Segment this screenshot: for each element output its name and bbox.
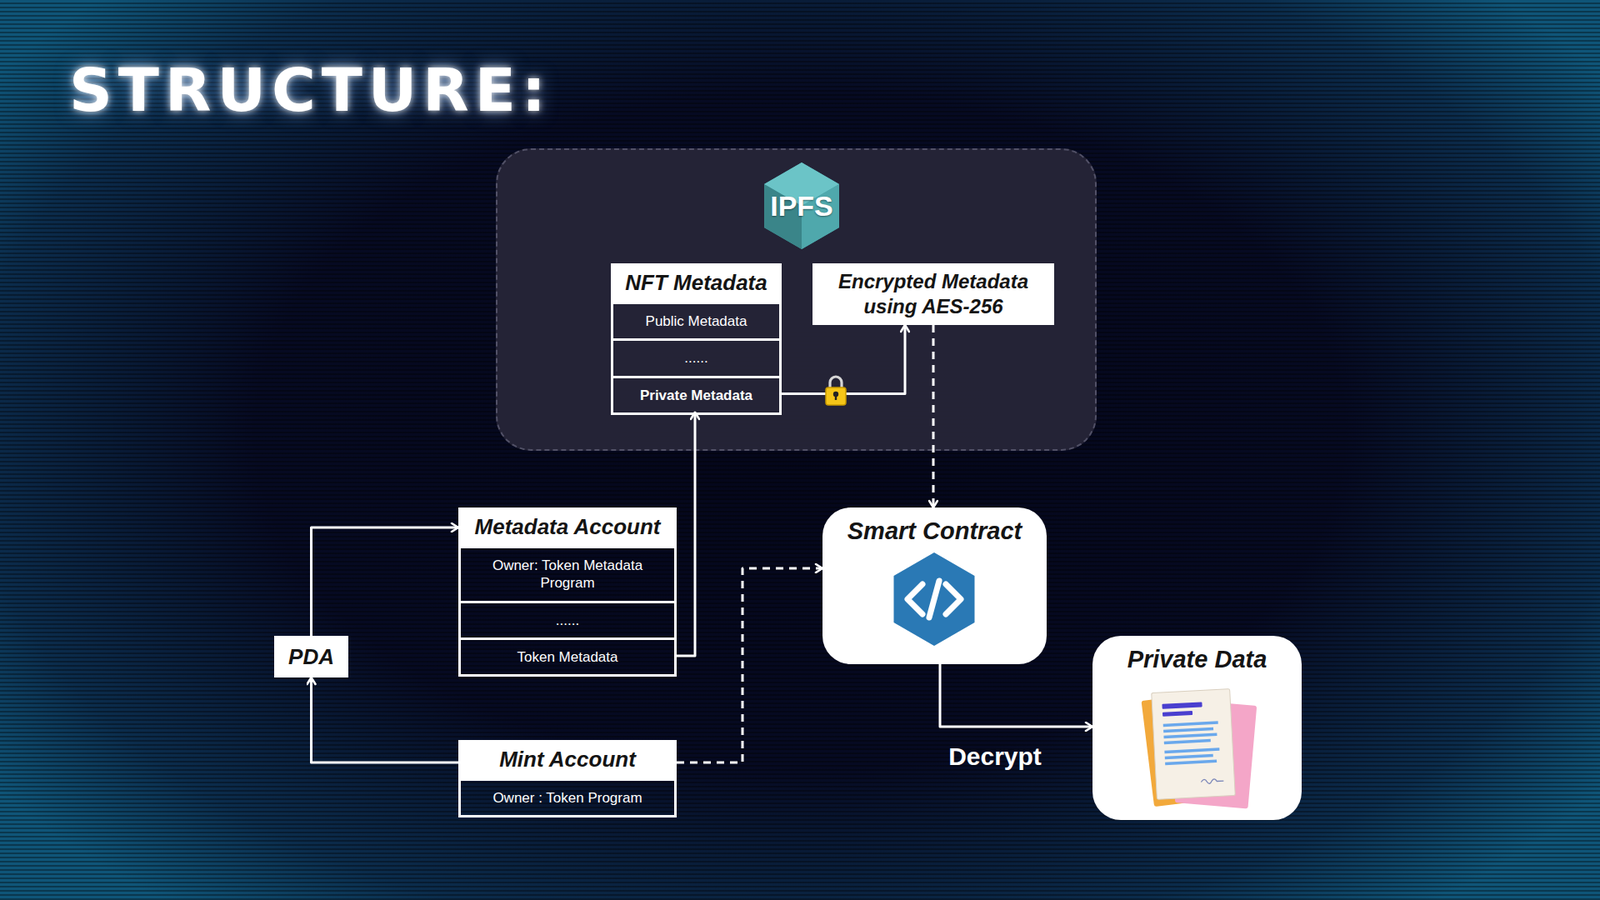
account-table: Mint AccountOwner : Token Program xyxy=(458,740,677,818)
text-block: Mint Account xyxy=(460,742,675,779)
storage-panel: IPFS NFT MetadataPublic Metadata...... Pri… xyxy=(495,148,1097,451)
paper-line xyxy=(1164,739,1211,745)
text-block: Owner: Token Metadata Program xyxy=(469,556,666,593)
paper-line xyxy=(1163,732,1217,739)
row-text: ...... xyxy=(684,350,708,366)
metadata-table: NFT MetadataPublic Metadata...... Private… xyxy=(610,263,782,415)
code-glyph xyxy=(929,580,940,618)
heading-text: Mint Account xyxy=(499,746,636,772)
heading-text: Metadata Account xyxy=(475,514,661,540)
code-icon xyxy=(885,550,983,648)
heading-text: Encrypted Metadata using AES-256 xyxy=(838,270,1029,318)
contract-card: Smart Contract xyxy=(822,507,1047,665)
code-glyph xyxy=(945,584,961,615)
row-text: Owner: Token Metadata Program xyxy=(492,557,643,591)
table-row: Owner: Token Metadata Program xyxy=(460,545,675,601)
account-table: Metadata AccountOwner: Token Metadata Pr… xyxy=(458,507,677,677)
page-title: STRUCTURE: xyxy=(69,55,552,125)
table-row: ...... xyxy=(460,600,675,638)
dashed-connector xyxy=(676,568,823,763)
pda-box: PDA xyxy=(274,635,349,678)
paper xyxy=(1151,689,1236,800)
row-text: Public Metadata xyxy=(645,313,748,330)
lock-icon xyxy=(823,372,849,408)
lock-keyhole xyxy=(835,395,837,400)
data-card: Private Data xyxy=(1092,635,1302,820)
table-row: Public Metadata xyxy=(613,301,780,339)
paper-line xyxy=(1163,727,1214,734)
connector xyxy=(311,527,460,636)
edge-label: Decrypt xyxy=(948,742,1042,771)
logo-hexagon xyxy=(764,162,840,250)
page-front xyxy=(1151,689,1236,800)
text-block: Smart Contract xyxy=(822,517,1047,545)
text-block: PDA xyxy=(288,643,335,671)
heading-text: Smart Contract xyxy=(847,517,1023,545)
text-block: ...... xyxy=(621,349,771,367)
icon-hexagon xyxy=(894,552,975,646)
code-glyph xyxy=(907,584,923,615)
row-text: ...... xyxy=(555,612,580,629)
text-block: Token Metadata xyxy=(469,648,666,666)
row-text: Token Metadata xyxy=(517,649,619,665)
text-block: Encrypted Metadata using AES-256 xyxy=(820,269,1046,320)
paper-heading xyxy=(1161,701,1202,710)
connector xyxy=(779,325,905,395)
paper-line xyxy=(1165,760,1217,766)
dashed-connector xyxy=(932,325,935,508)
text-block: IPFS xyxy=(770,190,834,223)
heading-text: NFT Metadata xyxy=(625,270,767,295)
encrypted-box: Encrypted Metadata using AES-256 xyxy=(812,263,1055,325)
text-block: Private Metadata xyxy=(621,386,771,405)
heading-text: PDA xyxy=(288,644,335,670)
text-block: Public Metadata xyxy=(621,312,771,330)
text-block: Metadata Account xyxy=(460,510,675,546)
row-text: Owner : Token Program xyxy=(492,790,642,806)
connector xyxy=(940,664,1093,727)
heading-text: IPFS xyxy=(770,190,834,222)
heading-text: Private Data xyxy=(1127,645,1268,673)
text-block: Private Data xyxy=(1092,645,1302,674)
text-block: Owner : Token Program xyxy=(469,789,666,807)
lock-shackle xyxy=(830,376,842,389)
table-row: ...... xyxy=(613,338,780,375)
paper-heading xyxy=(1162,710,1193,717)
text-block: ...... xyxy=(469,611,666,630)
table-row: Private Metadata xyxy=(613,375,780,413)
text-block: NFT Metadata xyxy=(613,265,780,302)
paper-line xyxy=(1165,754,1214,760)
paper-line xyxy=(1163,720,1219,727)
connector xyxy=(674,412,695,656)
lock-body xyxy=(825,387,846,405)
table-row: Owner : Token Program xyxy=(460,778,675,815)
signature xyxy=(1200,778,1224,785)
table-row: Token Metadata xyxy=(460,637,675,675)
row-text: Private Metadata xyxy=(640,387,753,404)
paper-line xyxy=(1164,747,1220,754)
connector xyxy=(311,677,460,763)
